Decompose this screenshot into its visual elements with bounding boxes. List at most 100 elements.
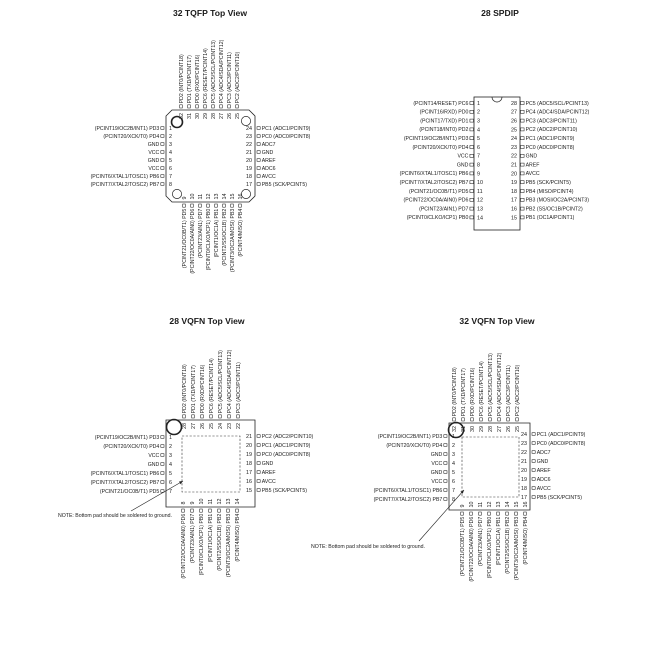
tqfp32-pin-number: 24 bbox=[246, 126, 252, 132]
vqfn32-pin bbox=[443, 443, 448, 447]
vqfn32-pin-label: PC6 (RESET/PCINT14) bbox=[479, 361, 485, 416]
spdip28-pin-label: (PCINT7/XTAL2/TOSC2) PB7 bbox=[400, 180, 469, 186]
tqfp32-pin bbox=[198, 203, 202, 208]
vqfn32-pin bbox=[443, 497, 448, 501]
vqfn28-pin-number: 26 bbox=[200, 423, 206, 429]
vqfn32-pin-label: (PCINT20/XCK/T0) PD4 bbox=[386, 443, 442, 449]
spdip28-pin-label: (PCINT6/XTAL1/TOSC1) PB6 bbox=[400, 171, 469, 177]
spdip28-pin-number: 8 bbox=[477, 163, 480, 169]
vqfn32-pin bbox=[523, 511, 527, 516]
tqfp32-pin-number: 31 bbox=[187, 113, 193, 119]
vqfn28-pin-number: 22 bbox=[236, 423, 242, 429]
vqfn32-pin-label: (PCINT7/XTAL2/TOSC2) PB7 bbox=[374, 497, 443, 503]
vqfn32-note-arrowhead bbox=[460, 490, 464, 494]
vqfn32-pin bbox=[515, 417, 519, 422]
spdip28-body bbox=[473, 96, 521, 231]
spdip28-pin-number: 16 bbox=[511, 207, 517, 213]
spdip28-pin-number: 17 bbox=[511, 198, 517, 204]
tqfp32-pin-number: 21 bbox=[246, 150, 252, 156]
vqfn28-pin bbox=[226, 508, 230, 513]
tqfp32-pin bbox=[256, 166, 261, 170]
vqfn32-pin-number: 18 bbox=[521, 486, 527, 492]
tqfp32-pin-label: PD2 (INT0/PCINT18) bbox=[179, 54, 185, 103]
vqfn28-pin bbox=[227, 414, 231, 419]
vqfn32-pin bbox=[443, 488, 448, 492]
tqfp32-pin bbox=[256, 158, 261, 162]
spdip28-pin-number: 25 bbox=[511, 127, 517, 133]
spdip28-pin-label: (PCINT14/RESET) PC6 bbox=[413, 101, 468, 107]
spdip28-pin bbox=[520, 127, 525, 132]
vqfn32-pin bbox=[506, 417, 510, 422]
tqfp32-mount-hole bbox=[241, 189, 251, 199]
vqfn28-pin-label: PD1 (TXD/PCINT17) bbox=[191, 365, 197, 413]
spdip28-pin bbox=[469, 206, 474, 211]
tqfp32-body bbox=[165, 109, 256, 203]
vqfn28-pin-number: 21 bbox=[246, 434, 252, 440]
spdip28-pin-number: 26 bbox=[511, 119, 517, 125]
tqfp32-pin-label: PD0 (RXD/PCINT16) bbox=[195, 54, 201, 103]
tqfp32-pin bbox=[160, 166, 165, 170]
tqfp32-pin bbox=[235, 104, 239, 109]
spdip28-pin-number: 28 bbox=[511, 101, 517, 107]
spdip28-pin-number: 7 bbox=[477, 154, 480, 160]
vqfn28-pin-number: 15 bbox=[246, 488, 252, 494]
vqfn28-pin-label: VCC bbox=[148, 453, 159, 459]
tqfp32-pin-label: PC0 (ADC0/PCINT8) bbox=[262, 134, 311, 140]
tqfp32-pin-number: 13 bbox=[214, 194, 220, 200]
tqfp32-pin-number: 17 bbox=[246, 182, 252, 188]
tqfp32-pin bbox=[187, 104, 191, 109]
tqfp32-pin-label: PC3 (ADC3/PCINT11) bbox=[227, 52, 233, 103]
spdip28-pin-label: GND bbox=[526, 154, 538, 160]
vqfn28-pin-label: PC1 (ADC1/PCINT9) bbox=[262, 443, 311, 449]
vqfn28-pin-number: 23 bbox=[227, 423, 233, 429]
tqfp32-pin bbox=[160, 142, 165, 146]
vqfn32-pin-number: 27 bbox=[497, 426, 503, 432]
vqfn32-pin-number: 22 bbox=[521, 450, 527, 456]
spdip28-pin-label: PB5 (SCK/PCINT5) bbox=[526, 180, 572, 186]
vqfn28-pin-number: 10 bbox=[199, 499, 205, 505]
tqfp32-pin bbox=[179, 104, 183, 109]
spdip28-pin bbox=[469, 136, 474, 140]
tqfp32-pin-label: ADC6 bbox=[262, 166, 276, 172]
tqfp32-pin bbox=[256, 142, 261, 146]
vqfn32-pin-label: PC4 (ADC4/SDA/PCINT12) bbox=[497, 352, 503, 416]
vqfn32-pin bbox=[488, 417, 492, 422]
spdip28-pin bbox=[520, 154, 525, 158]
vqfn32-pin-label: (PCINT21/OC0B/T1) PD5 bbox=[460, 517, 466, 576]
spdip28-pin-label: GND bbox=[457, 162, 469, 168]
vqfn28-pin-number: 9 bbox=[190, 502, 196, 505]
vqfn28-pin bbox=[217, 508, 221, 513]
spdip28-pin bbox=[520, 198, 525, 202]
spdip28-pin bbox=[520, 136, 525, 140]
tqfp32-pin-number: 27 bbox=[219, 113, 225, 119]
vqfn28-pin bbox=[160, 435, 165, 439]
tqfp32-pin-label: PC4 (ADC4/SDA/PCINT12) bbox=[219, 39, 225, 103]
tqfp32-pin bbox=[203, 104, 207, 109]
spdip28-pin-label: (PCINT19/OC2B/INT1) PD3 bbox=[404, 136, 469, 142]
vqfn32-pin bbox=[531, 441, 536, 445]
vqfn32-pin-number: 13 bbox=[496, 502, 502, 508]
vqfn32-pin-label: (PCINT1/OC1A) PB1 bbox=[496, 517, 502, 566]
vqfn32-pin-label: PC5 (ADC5/SCL/PCINT13) bbox=[488, 353, 494, 416]
vqfn28-pin-number: 20 bbox=[246, 443, 252, 449]
vqfn28-pin-label: PD2 (INT0/PCINT18) bbox=[182, 364, 188, 413]
vqfn28-pin-label: (PCINT19/OC2B/INT1) PD3 bbox=[95, 435, 160, 441]
tqfp32-pin bbox=[256, 150, 261, 154]
vqfn32-pin-number: 17 bbox=[521, 495, 527, 501]
vqfn32-pin-number: 7 bbox=[452, 488, 455, 494]
tqfp32-pin-label: (PCINT19/OC2B/INT1) PD3 bbox=[95, 126, 160, 132]
spdip28-pin-number: 12 bbox=[477, 198, 483, 204]
vqfn32-pin-label: (PCINT23/AIN1) PD7 bbox=[478, 517, 484, 566]
vqfn28-pin bbox=[181, 508, 185, 513]
vqfn28-pin-number: 11 bbox=[208, 499, 214, 505]
spdip28-pin bbox=[469, 171, 474, 176]
vqfn32-pin-number: 5 bbox=[452, 470, 455, 476]
vqfn28-pin-label: (PCINT6/XTAL1/TOSC1) PB6 bbox=[91, 471, 160, 477]
spdip28-pin-number: 23 bbox=[511, 145, 517, 151]
vqfn32-pin-label: (PCINT22/OC0A/AIN0) PD6 bbox=[469, 517, 475, 582]
tqfp32-pin bbox=[160, 150, 165, 154]
vqfn32-pin-number: 14 bbox=[505, 501, 511, 507]
spdip28-notch bbox=[491, 96, 503, 103]
